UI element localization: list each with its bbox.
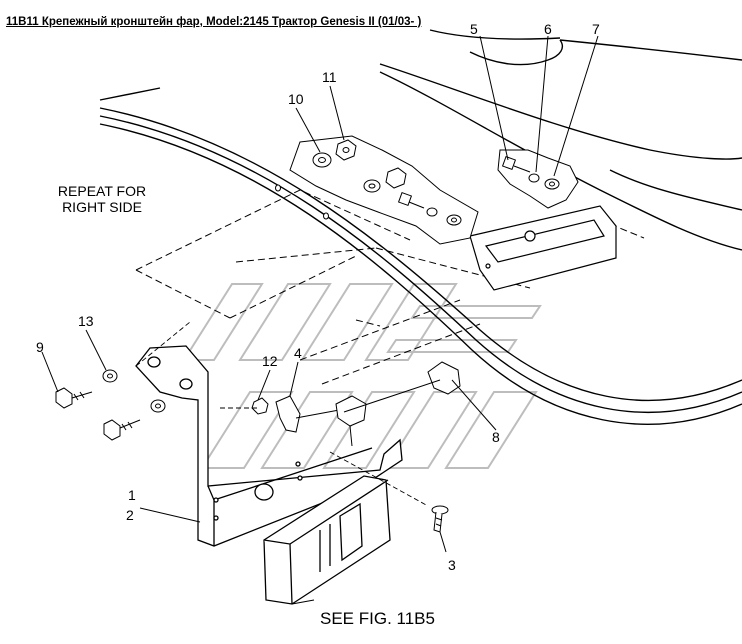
note-repeat-line1: REPEAT FOR [58,183,146,199]
callout-5: 5 [470,21,478,37]
note-see-fig: SEE FIG. 11B5 [320,609,435,628]
callout-leaders [41,35,599,605]
washer-7 [544,178,560,190]
bolt-9 [55,387,93,409]
callout-7: 7 [592,21,600,37]
nut-11 [335,139,357,161]
callout-13: 13 [78,313,94,329]
callout-11: 11 [322,69,337,85]
callout-10: 10 [288,91,304,107]
work-light-assembly [263,475,391,605]
callout-4: 4 [294,345,302,361]
callout-3: 3 [448,557,456,573]
callout-9: 9 [36,339,44,355]
washer-left-b [363,179,381,193]
callout-6: 6 [544,21,552,37]
hole-markers [275,184,329,220]
hood-mount-plate [469,205,617,291]
washer-6 [528,173,540,183]
alignment-lines [135,321,429,507]
callout-2: 2 [126,507,134,523]
bolt-9-lower [103,399,166,441]
page-title: 11B11 Крепежный кронштейн фар, Model:214… [6,16,422,28]
washer-13 [102,369,118,383]
bolt-3 [431,505,449,533]
callout-1: 1 [128,487,136,503]
cutaway-detail-left [289,135,479,245]
bolt-left-c [397,191,462,226]
washer-10 [312,152,332,168]
bolt-5 [501,155,531,173]
tractor-body-outline [99,29,742,425]
nut-12 [251,397,269,415]
callout-8: 8 [492,429,500,445]
watermark-logo [182,283,542,469]
adjust-knob-8 [335,361,461,447]
callout-numbers: 1 2 3 4 5 6 7 8 9 10 11 12 13 [36,21,600,573]
nut-left-b [385,167,407,189]
callout-12: 12 [262,353,278,369]
note-repeat-line2: RIGHT SIDE [62,199,142,215]
